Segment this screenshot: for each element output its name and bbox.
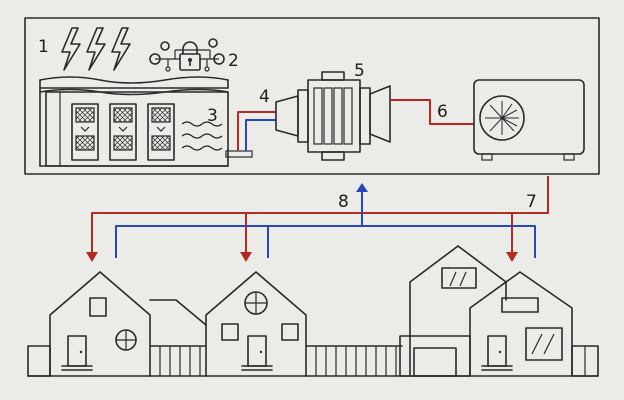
house-1: [49, 271, 151, 377]
heat-pump-outdoor-unit: [473, 79, 585, 161]
fence-right: [571, 345, 599, 377]
pipe-to-heat-pump: [390, 99, 474, 125]
data-center-pipe-outlet: [225, 150, 253, 158]
label-1: 1: [38, 37, 49, 57]
electricity-bolts-icon: [61, 27, 131, 71]
server-rack-1: [71, 103, 99, 161]
supply-main-line: [91, 176, 549, 254]
heat-exchanger-unit: [275, 71, 391, 161]
fence-2-3: [305, 345, 403, 376]
supply-arrow-house-2: [240, 252, 252, 262]
label-7: 7: [526, 192, 537, 212]
server-rack-3: [147, 103, 175, 161]
supply-arrow-house-4: [506, 252, 518, 262]
return-main-line: [115, 225, 536, 258]
fan-icon: [485, 101, 519, 135]
label-5: 5: [354, 61, 365, 81]
fence-1-2: [149, 299, 207, 376]
supply-arrow-house-1: [86, 252, 98, 262]
facility-frame: [24, 17, 600, 175]
waste-heat-waves-icon: [181, 121, 223, 151]
data-center-building: [39, 76, 229, 167]
server-rack-2: [109, 103, 137, 161]
cold-pipe-from-exchanger: [245, 119, 276, 151]
house-3: [399, 245, 507, 377]
return-arrow-up: [356, 183, 368, 192]
hot-pipe-to-exchanger: [237, 111, 276, 151]
label-6: 6: [437, 102, 448, 122]
house-2: [205, 271, 307, 377]
label-3: 3: [207, 106, 218, 126]
label-2: 2: [228, 51, 239, 71]
security-lock-network-icon: [149, 38, 225, 72]
house-4: [469, 271, 573, 377]
fence-left: [27, 345, 51, 377]
label-4: 4: [259, 87, 270, 107]
label-8: 8: [338, 192, 349, 212]
